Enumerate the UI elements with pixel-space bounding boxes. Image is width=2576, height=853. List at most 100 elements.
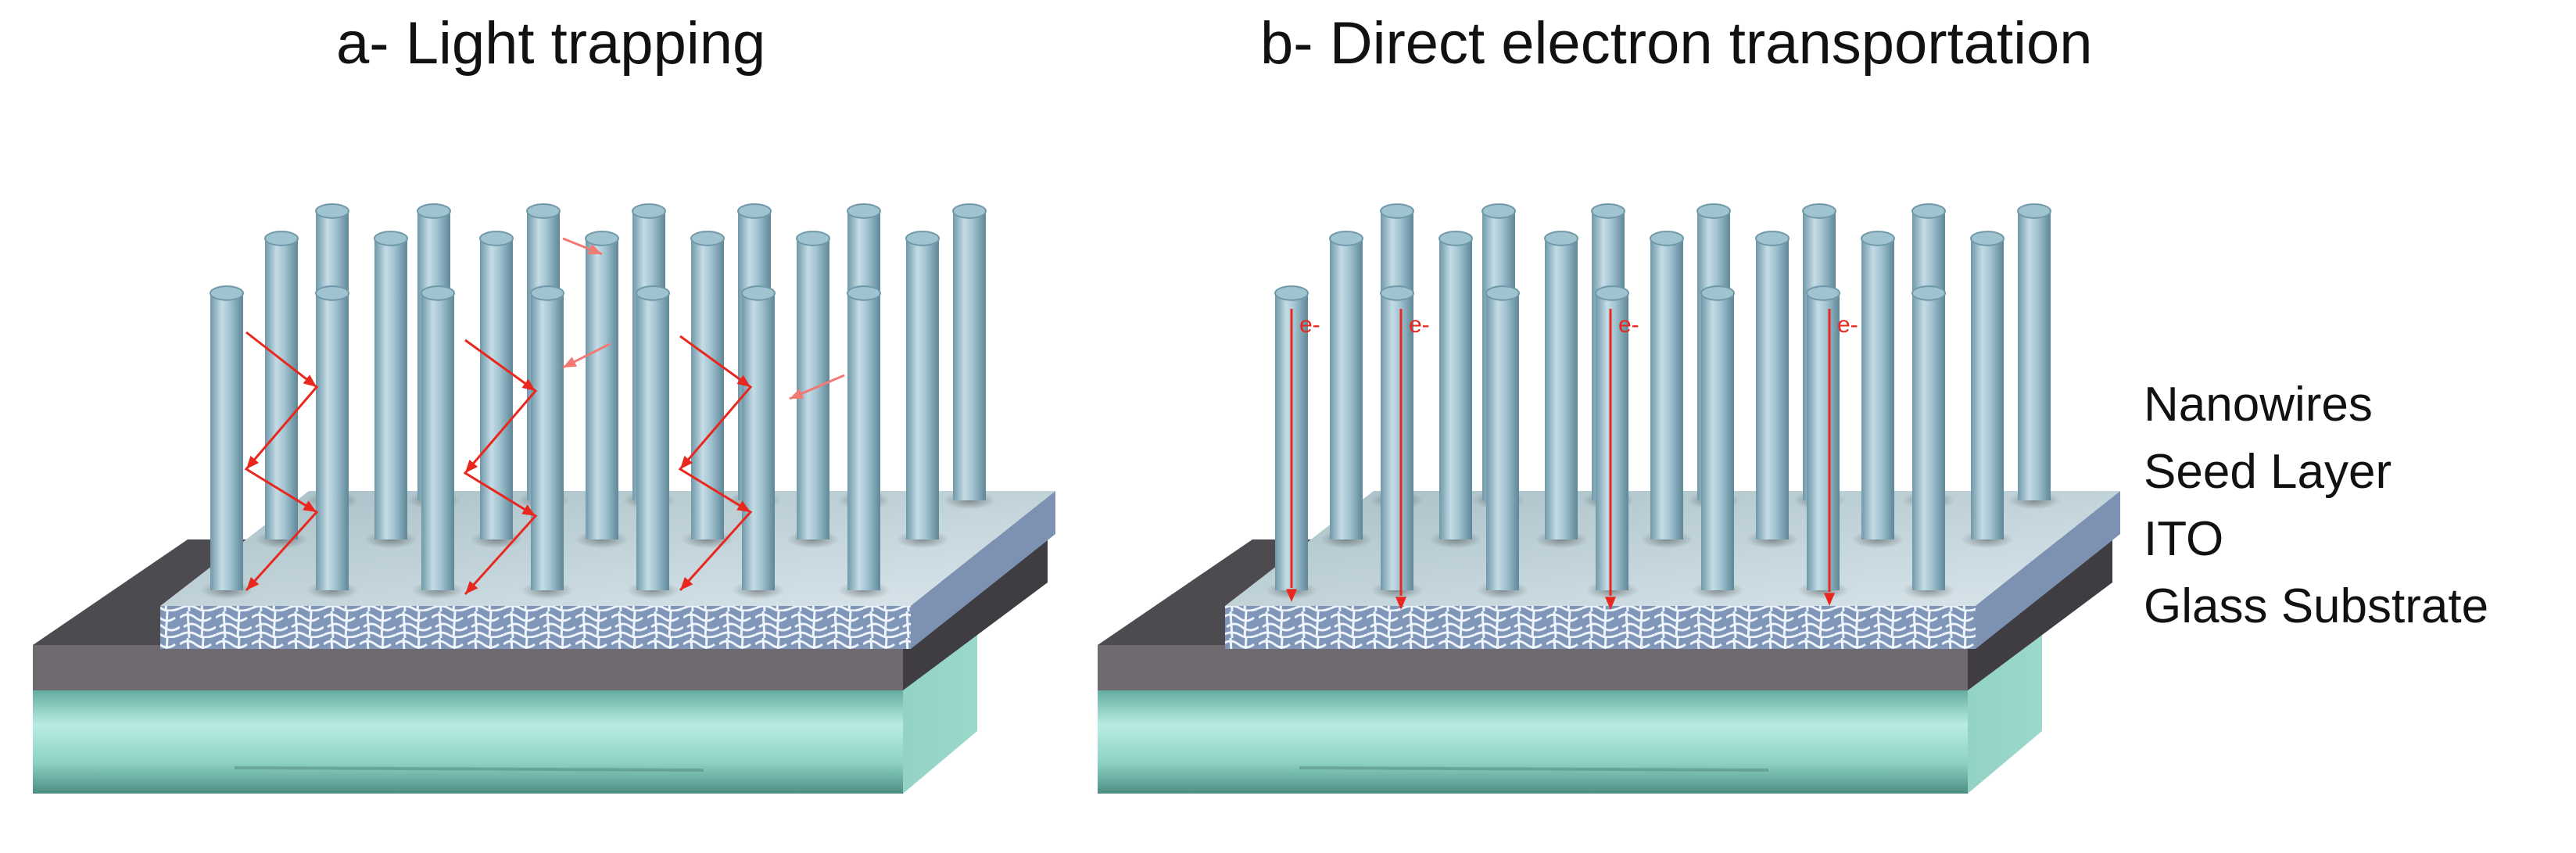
nanowire-body	[265, 238, 298, 539]
nanowire-cap	[1380, 285, 1414, 301]
nanowire-cap	[1380, 203, 1414, 219]
nanowire-cap	[905, 231, 940, 246]
nanowire-body	[480, 238, 513, 539]
nanowire-cap	[1274, 285, 1309, 301]
nanowire	[1640, 231, 1693, 549]
seed-layer-side	[911, 491, 1055, 649]
nanowire-cap	[741, 285, 776, 301]
panel-a-stack	[33, 203, 1055, 794]
nanowire-cap	[1911, 203, 1946, 219]
nanowire-cap	[1806, 285, 1840, 301]
ito-side	[1968, 539, 2112, 690]
nanowire-cap	[210, 285, 244, 301]
nanowire-body	[1596, 293, 1628, 590]
nanowire	[1902, 285, 1955, 600]
arrow-head	[680, 576, 693, 590]
nanowire-cap	[1970, 231, 2005, 246]
nanowire-cap	[737, 203, 772, 219]
nanowire-cap	[1481, 203, 1516, 219]
nanowire-body	[1807, 293, 1840, 590]
nanowire-cap	[417, 203, 451, 219]
nanowire-cap	[1802, 203, 1836, 219]
nanowire-body	[1545, 238, 1578, 539]
arrow-head	[736, 500, 751, 512]
nanowire-body	[1756, 238, 1789, 539]
nanowire-body	[1486, 293, 1519, 590]
nanowire-body	[421, 293, 454, 590]
nanowire	[521, 285, 574, 600]
nanowire-body	[636, 293, 669, 590]
nanowire-cap	[796, 231, 830, 246]
arrow-head	[588, 244, 602, 255]
nanowire-body	[742, 293, 775, 590]
panel-b-stack: e-e-e-e-	[1098, 203, 2120, 794]
nanowire-body	[531, 293, 564, 590]
nanowire-body	[1650, 238, 1683, 539]
arrow-head	[790, 389, 804, 399]
nanowire-body	[1701, 293, 1734, 590]
nanowire-cap	[1650, 231, 1684, 246]
nanowire-cap	[421, 285, 455, 301]
seed-layer-front	[160, 606, 911, 649]
nanowire-body	[210, 293, 243, 590]
nanowire-cap	[585, 231, 619, 246]
nanowire	[1746, 231, 1799, 549]
nanowire	[2008, 203, 2061, 510]
nanowire-cap	[952, 203, 987, 219]
legend-seed-layer: Seed Layer	[2144, 445, 2392, 499]
nanowire-cap	[1755, 231, 1790, 246]
ito-side	[903, 539, 1048, 690]
nanowire-cap	[315, 203, 349, 219]
nanowire	[1691, 285, 1744, 600]
nanowire-cap	[847, 285, 881, 301]
nanowire-body	[586, 238, 618, 539]
seed-layer-side	[1976, 491, 2120, 649]
nanowire-cap	[1591, 203, 1625, 219]
nanowire-cap	[690, 231, 725, 246]
nanowire-cap	[636, 285, 670, 301]
ito-front	[1098, 645, 1968, 690]
nanowire-cap	[1438, 231, 1473, 246]
nanowire-body	[316, 293, 349, 590]
nanowire	[411, 285, 464, 600]
nanowire-body	[374, 238, 407, 539]
nanowire	[1476, 285, 1529, 600]
nanowire-body	[2018, 211, 2051, 500]
panel-a-title: a- Light trapping	[336, 10, 766, 77]
arrow-head	[563, 357, 577, 367]
nanowire	[1797, 285, 1850, 600]
nanowire	[943, 203, 996, 510]
nanowire	[200, 285, 253, 600]
arrow-head	[521, 378, 536, 391]
nanowire	[896, 231, 949, 549]
arrow-head	[736, 375, 751, 387]
nanowire-body	[1439, 238, 1472, 539]
nanowire-cap	[1544, 231, 1578, 246]
nanowire	[1535, 231, 1588, 549]
nanowire-cap	[1861, 231, 1895, 246]
nanowire-cap	[1485, 285, 1520, 301]
nanowire-cap	[315, 285, 349, 301]
arrow-head	[1823, 593, 1836, 606]
nanowire-body	[1330, 238, 1363, 539]
legend-glass-substrate: Glass Substrate	[2144, 579, 2489, 633]
arrow-head	[465, 459, 478, 473]
nanowire-body	[953, 211, 986, 500]
panel-b-title: b- Direct electron transportation	[1260, 10, 2093, 77]
nanowire	[1585, 285, 1639, 600]
nanowire-body	[1381, 293, 1413, 590]
nanowire-body	[1912, 293, 1945, 590]
glass-substrate-front	[33, 688, 903, 794]
arrow-head	[1604, 597, 1617, 610]
arrow-head	[303, 500, 317, 512]
legend-ito: ITO	[2144, 512, 2224, 566]
nanowire-cap	[479, 231, 514, 246]
nanowire-body	[1971, 238, 2004, 539]
nanowire-cap	[2017, 203, 2051, 219]
layer-legend: Nanowires Seed Layer ITO Glass Substrate	[2144, 371, 2488, 640]
nanowire-cap	[1696, 203, 1731, 219]
arrow-head	[521, 504, 536, 516]
nanowire	[575, 231, 629, 549]
electron-label: e-	[1618, 312, 1639, 338]
